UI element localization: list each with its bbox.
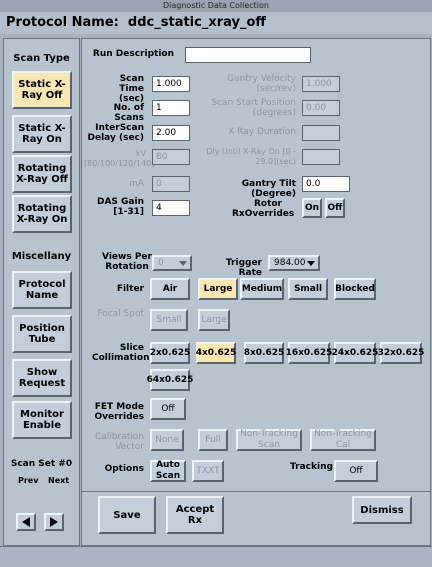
das-gain-input[interactable]: 4 — [152, 200, 190, 216]
filter-small-button[interactable]: Small — [288, 278, 328, 300]
arrow-right-icon — [50, 517, 58, 527]
interscan-delay-label: InterScan Delay (sec) — [87, 123, 144, 143]
next-label: Next — [48, 476, 70, 485]
slice-32x0625-button[interactable]: 32x0.625 — [378, 342, 424, 364]
views-per-rotation-value: 0 — [158, 258, 164, 268]
scan-type-static-xray-on[interactable]: Static X-Ray On — [12, 115, 72, 153]
num-scans-label: No. of Scans — [113, 103, 144, 123]
num-scans-input[interactable]: 1 — [152, 100, 190, 116]
scan-type-static-xray-off[interactable]: Static X-Ray Off — [12, 71, 72, 109]
dropdown-arrow-icon — [307, 261, 315, 266]
run-description-input[interactable] — [185, 47, 311, 63]
xray-duration-input — [302, 125, 340, 141]
focal-large-button: Large — [198, 309, 230, 331]
scan-type-title: Scan Type — [13, 53, 70, 64]
slice-8x0625-button[interactable]: 8x0.625 — [244, 342, 284, 364]
show-request-button[interactable]: Show Request — [12, 359, 72, 397]
sidebar: Scan Type Static X-Ray Off Static X-Ray … — [3, 38, 80, 546]
slice-4x0625-button[interactable]: 4x0.625 — [196, 342, 236, 364]
tracking-label: Tracking — [290, 462, 333, 472]
trigger-rate-value: 984.00 — [274, 258, 306, 268]
calibration-full-button: Full — [198, 429, 228, 451]
next-button[interactable] — [44, 513, 64, 531]
views-per-rotation-label: Views Per Rotation — [102, 252, 152, 272]
position-tube-button[interactable]: Position Tube — [12, 315, 72, 353]
tracking-off-button[interactable]: Off — [334, 460, 378, 482]
option-txxt-button: TXXT — [192, 460, 224, 482]
prev-label: Prev — [18, 476, 39, 485]
calibration-nontracking-cal-button: Non-Tracking Cal — [310, 429, 376, 451]
dropdown-arrow-icon — [179, 261, 187, 266]
filter-blocked-button[interactable]: Blocked — [334, 278, 376, 300]
ma-label: mA — [129, 179, 144, 189]
slice-16x0625-button[interactable]: 16x0.625 — [286, 342, 332, 364]
dly-until-xray-input — [302, 149, 340, 165]
save-button[interactable]: Save — [98, 496, 156, 534]
scan-type-rotating-xray-on[interactable]: Rotating X-Ray On — [12, 195, 72, 233]
slice-24x0625-button[interactable]: 24x0.625 — [332, 342, 378, 364]
filter-label: Filter — [116, 284, 144, 294]
protocol-name-button[interactable]: Protocol Name — [12, 271, 72, 309]
gantry-velocity-input: 1.000 — [302, 76, 340, 92]
scan-set-label: Scan Set #0 — [10, 459, 73, 469]
fet-mode-label: FET Mode Overrides — [94, 402, 145, 422]
slice-collimation-label: Slice Collimation — [92, 343, 150, 363]
dismiss-button[interactable]: Dismiss — [352, 496, 412, 524]
option-auto-scan-button[interactable]: Auto Scan — [150, 460, 186, 482]
views-per-rotation-dropdown[interactable]: 0 — [152, 255, 192, 271]
scan-start-label: Scan Start Position (degrees) — [211, 98, 296, 118]
xray-duration-label: X-Ray Duration — [228, 127, 296, 137]
focal-small-button: Small — [150, 309, 188, 331]
scan-time-label: Scan Time (sec) — [118, 74, 144, 104]
miscellany-title: Miscellany — [11, 251, 72, 262]
scan-start-input: 0.00 — [302, 100, 340, 116]
slice-2x0625-button[interactable]: 2x0.625 — [150, 342, 190, 364]
gantry-velocity-label: Gantry Velocity (sec/rev) — [227, 74, 296, 94]
trigger-rate-dropdown[interactable]: 984.00 — [268, 255, 320, 271]
trigger-rate-label: Trigger Rate — [225, 258, 262, 278]
rotor-off-button[interactable]: Off — [325, 198, 345, 218]
protocol-name-value: ddc_static_xray_off — [127, 15, 266, 30]
parameters-panel: Run Description Scan Time (sec) 1.000 No… — [81, 38, 431, 492]
interscan-delay-input[interactable]: 2.00 — [152, 125, 190, 141]
accept-rx-button[interactable]: Accept Rx — [166, 496, 224, 534]
fet-mode-off-button[interactable]: Off — [150, 398, 186, 420]
filter-air-button[interactable]: Air — [150, 278, 190, 300]
run-description-label: Run Description — [92, 49, 174, 59]
action-footer: Save Accept Rx Dismiss — [81, 491, 431, 546]
slice-64x0625-button[interactable]: 64x0.625 — [147, 369, 193, 391]
calibration-vector-label: Calibration Vector — [95, 432, 144, 452]
arrow-left-icon — [22, 517, 30, 527]
gantry-tilt-label: Gantry Tilt (Degree) — [241, 179, 296, 199]
prev-button[interactable] — [16, 513, 36, 531]
monitor-enable-button[interactable]: Monitor Enable — [12, 401, 72, 439]
header-bar — [0, 12, 432, 34]
protocol-name-label: Protocol Name: — [6, 15, 119, 30]
calibration-nontracking-scan-button: Non-Tracking Scan — [236, 429, 302, 451]
kv-input: 80 — [152, 149, 190, 165]
dly-until-xray-label: Dly Until X-Ray On [0 - 29.0](sec) — [206, 147, 296, 166]
scan-time-input[interactable]: 1.000 — [152, 76, 190, 92]
ma-input: 0 — [152, 176, 190, 192]
kv-label: kV [80/100/120/140] — [84, 149, 155, 168]
das-gain-label: DAS Gain [1-31] — [96, 197, 144, 217]
scan-type-rotating-xray-off[interactable]: Rotating X-Ray Off — [12, 155, 72, 193]
filter-medium-button[interactable]: Medium — [240, 278, 284, 300]
filter-large-button[interactable]: Large — [198, 278, 238, 300]
calibration-none-button: None — [150, 429, 184, 451]
rotor-overrides-label: Rotor RxOverrides — [232, 199, 295, 219]
gantry-tilt-input[interactable]: 0.0 — [302, 176, 350, 192]
options-label: Options — [104, 464, 144, 474]
status-bar — [0, 546, 432, 567]
focal-spot-label: Focal Spot — [97, 309, 144, 319]
protocol-name-display: Protocol Name: ddc_static_xray_off — [6, 15, 266, 30]
rotor-on-button[interactable]: On — [302, 198, 322, 218]
